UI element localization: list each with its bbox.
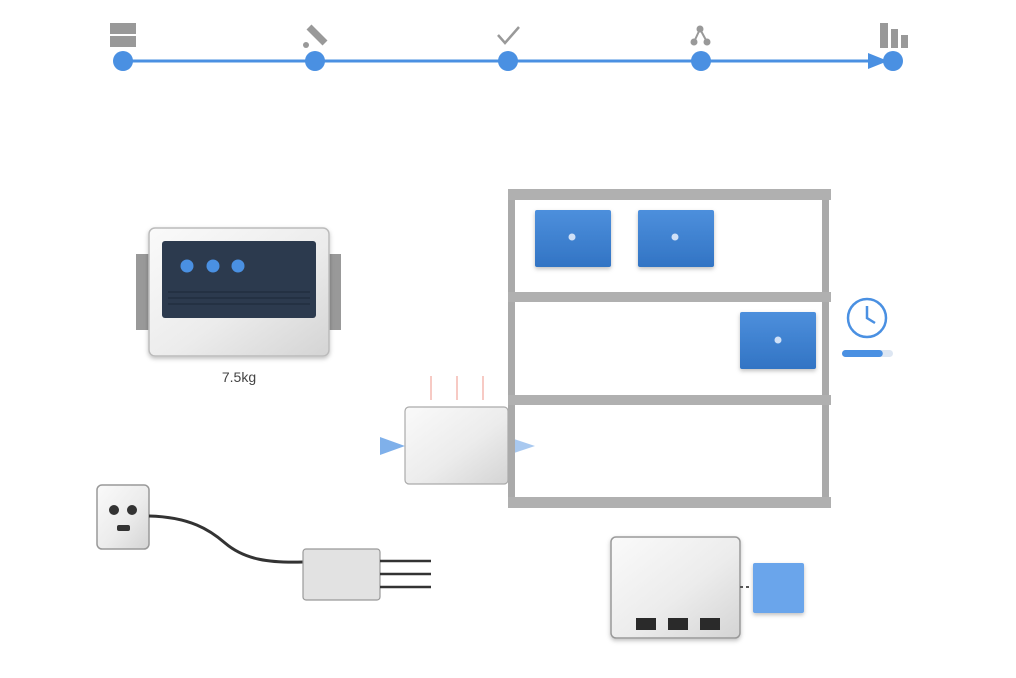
attached-module[interactable] — [753, 563, 804, 613]
pen-icon — [303, 24, 328, 48]
scale-device[interactable] — [136, 227, 341, 357]
check-icon — [497, 26, 520, 45]
shelf-box-3[interactable] — [740, 312, 816, 369]
processing-unit[interactable] — [380, 376, 535, 485]
scale-side-left — [136, 254, 150, 330]
process-timeline — [110, 23, 908, 71]
storage-icon — [110, 23, 136, 47]
shelf-boxes — [535, 210, 816, 369]
shelf-plank-4 — [508, 497, 831, 508]
input-flow-arrow — [380, 437, 405, 455]
hub-port-2[interactable] — [668, 618, 688, 630]
timer-progress-fill — [842, 350, 883, 357]
storage-shelf — [508, 189, 831, 508]
scale-screen — [162, 241, 316, 318]
clock-icon — [846, 297, 888, 339]
timeline-step-3[interactable] — [498, 51, 518, 71]
shelf-post-right — [822, 189, 829, 508]
timer — [842, 297, 893, 357]
timeline-arrow-head — [868, 53, 888, 69]
indicator-light-2 — [206, 259, 220, 273]
indicator-light-3 — [231, 259, 245, 273]
shelf-post-left — [508, 189, 515, 508]
indicator-light-1 — [180, 259, 194, 273]
hub-device[interactable] — [610, 536, 741, 639]
power-adapter-icon[interactable] — [302, 548, 431, 601]
wall-outlet-icon — [96, 484, 150, 550]
shelf-plank-3 — [508, 395, 831, 405]
power-cable — [148, 514, 304, 564]
shelf-plank-2 — [508, 292, 831, 302]
timeline-step-2[interactable] — [305, 51, 325, 71]
timeline-step-1[interactable] — [113, 51, 133, 71]
processing-unit-body — [404, 406, 509, 485]
nodes-icon — [690, 25, 711, 46]
shelf-box-1[interactable] — [535, 210, 611, 267]
hub-port-1[interactable] — [636, 618, 656, 630]
scale-side-right — [327, 254, 341, 330]
screen-lines — [168, 291, 310, 305]
shelf-box-2[interactable] — [638, 210, 714, 267]
hub-port-3[interactable] — [700, 618, 720, 630]
timeline-step-5[interactable] — [883, 51, 903, 71]
weight-label: 7.5kg — [222, 369, 256, 385]
heat-lines — [430, 376, 484, 400]
timeline-step-4[interactable] — [691, 51, 711, 71]
bar-chart-icon — [880, 23, 908, 48]
shelf-plank-1 — [508, 189, 831, 200]
